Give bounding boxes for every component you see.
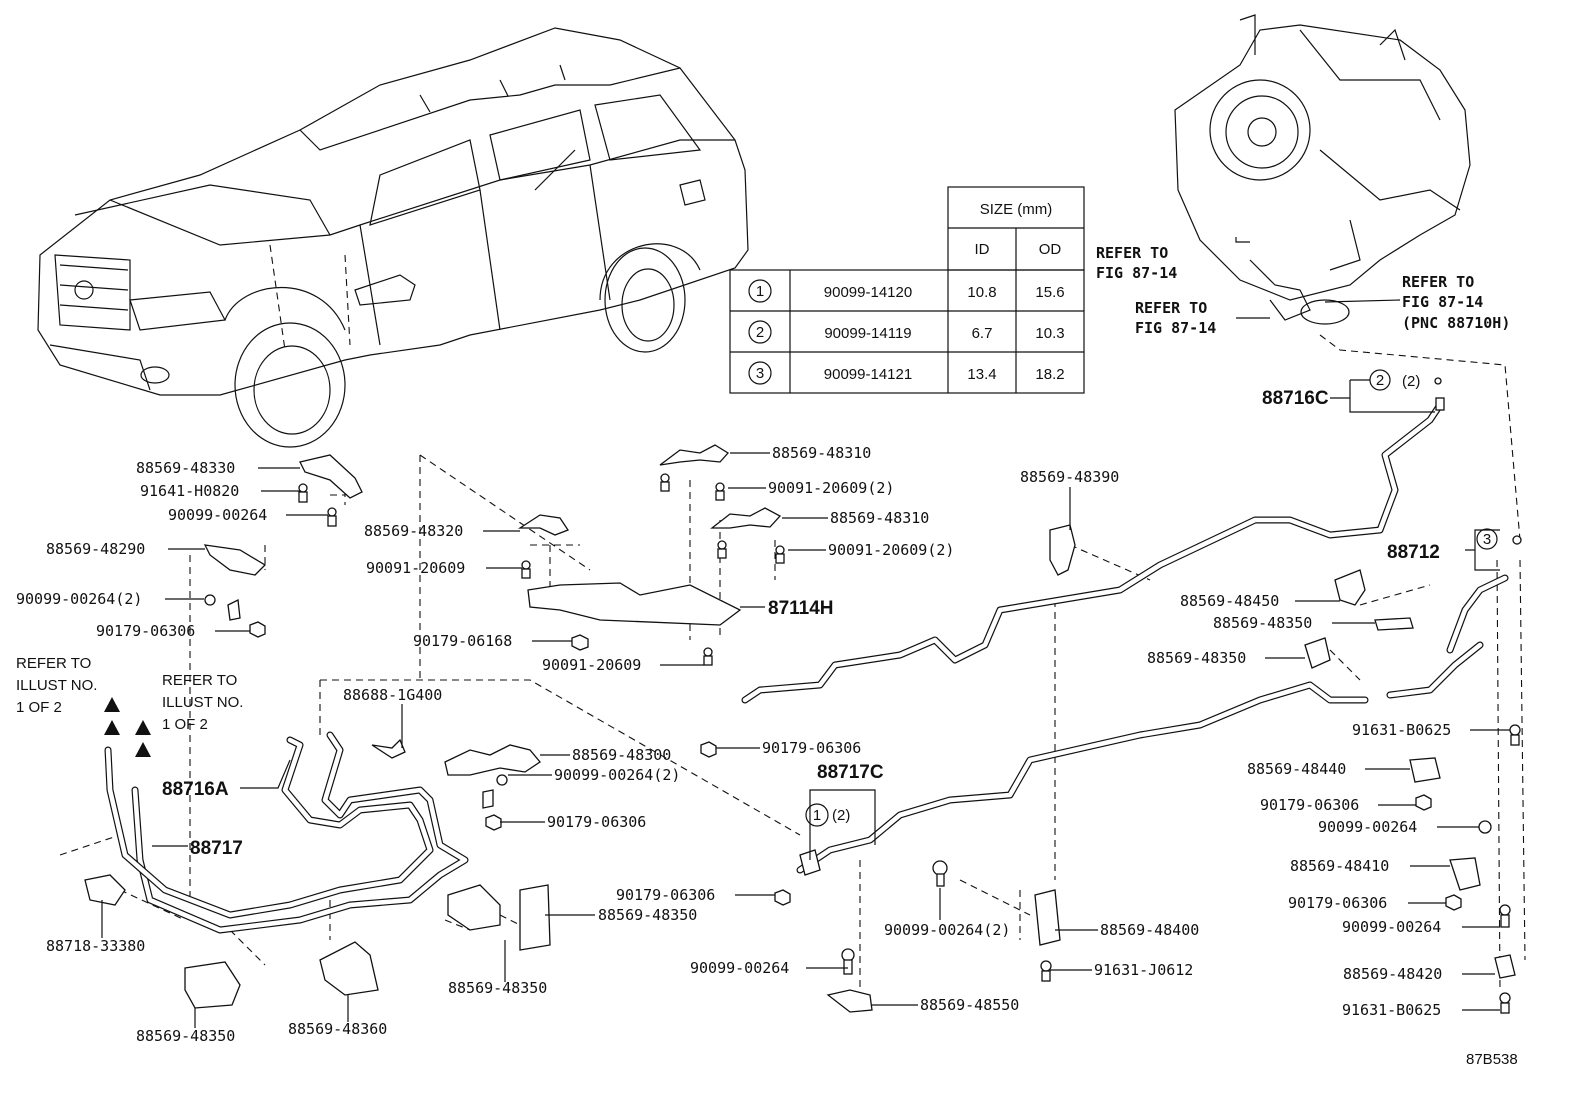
label-90099-00264-b: 90099-00264 [1318, 818, 1417, 836]
row3-number: 3 [756, 365, 764, 382]
label-91641-H0820: 91641-H0820 [140, 482, 239, 500]
callout-1-88717C: 1 [813, 807, 821, 824]
main-part-labels: 88716C 88712 87114H 88717C 88716A 88717 [162, 388, 1440, 859]
label-88569-48400: 88569-48400 [1100, 921, 1199, 939]
label-88569-48390: 88569-48390 [1020, 468, 1119, 486]
callout-circles: 2 (2) 3 1 (2) [805, 369, 1498, 827]
row2-od: 10.3 [1035, 325, 1064, 342]
label-88569-48300: 88569-48300 [572, 746, 671, 764]
size-table: SIZE (mm) ID OD 1 90099-14120 10.8 15.6 … [729, 186, 1085, 394]
part-number-labels: 88569-48330 91641-H0820 90099-00264 8856… [16, 444, 1451, 1045]
figure-code: 87B538 [1466, 1051, 1518, 1068]
row1-number: 1 [756, 283, 764, 300]
part-88712: 88712 [1387, 542, 1440, 563]
label-90099-00264-2-c: 90099-00264(2) [884, 921, 1010, 939]
label-88569-48360: 88569-48360 [288, 1020, 387, 1038]
label-90099-00264-d: 90099-00264 [690, 959, 789, 977]
label-90179-06306-d: 90179-06306 [1260, 796, 1359, 814]
callout-2-88716C: 2 [1376, 372, 1384, 389]
label-88688-1G400: 88688-1G400 [343, 686, 442, 704]
illust-ref-a-l3: 1 OF 2 [16, 699, 62, 716]
label-88569-48350-c: 88569-48350 [598, 906, 697, 924]
part-87114H: 87114H [768, 598, 834, 619]
hvac-unit-illustration [1174, 14, 1471, 325]
illust-ref-b-l3: 1 OF 2 [162, 716, 208, 733]
label-90099-00264-c: 90099-00264 [1342, 918, 1441, 936]
label-88569-48320: 88569-48320 [364, 522, 463, 540]
label-88569-48440: 88569-48440 [1247, 760, 1346, 778]
label-90099-00264-a: 90099-00264 [168, 506, 267, 524]
row1-part: 90099-14120 [824, 284, 912, 301]
label-90179-06306-e: 90179-06306 [1288, 894, 1387, 912]
id-header: ID [975, 241, 990, 258]
label-90179-06306-b: 90179-06306 [547, 813, 646, 831]
cooler-pipes [104, 401, 1509, 934]
label-90091-20609-b: 90091-20609 [542, 656, 641, 674]
vehicle-illustration [37, 27, 749, 448]
label-88718-33380: 88718-33380 [46, 937, 145, 955]
size-header: SIZE (mm) [980, 201, 1053, 218]
clamps-and-fasteners [84, 377, 1522, 1014]
row3-part: 90099-14121 [824, 366, 912, 383]
illust-ref-a-l1: REFER TO [16, 655, 91, 672]
label-88569-48350-a: 88569-48350 [1213, 614, 1312, 632]
illust-ref-b-l2: ILLUST NO. [162, 694, 243, 711]
od-header: OD [1039, 241, 1062, 258]
row1-id: 10.8 [967, 284, 996, 301]
label-88569-48310-b: 88569-48310 [830, 509, 929, 527]
label-88569-48410: 88569-48410 [1290, 857, 1389, 875]
fig-ref-3: FIG 87-14 [1402, 293, 1483, 311]
leader-lines [101, 237, 1510, 1028]
label-90179-06306-a: 90179-06306 [96, 622, 195, 640]
label-90179-06306-f: 90179-06306 [616, 886, 715, 904]
label-88569-48350-d: 88569-48350 [448, 979, 547, 997]
illust-ref-a-l2: ILLUST NO. [16, 677, 97, 694]
label-90091-20609-2-b: 90091-20609(2) [828, 541, 954, 559]
label-90099-00264-2-b: 90099-00264(2) [554, 766, 680, 784]
label-90091-20609-2-a: 90091-20609(2) [768, 479, 894, 497]
pnc-ref: (PNC 88710H) [1402, 314, 1510, 332]
row2-part: 90099-14119 [824, 325, 911, 342]
label-90091-20609-a: 90091-20609 [366, 559, 465, 577]
refer-to-2: REFER TO [1135, 299, 1207, 317]
part-88717C: 88717C [817, 762, 884, 783]
label-88569-48450: 88569-48450 [1180, 592, 1279, 610]
label-91631-J0612: 91631-J0612 [1094, 961, 1193, 979]
label-88569-48550: 88569-48550 [920, 996, 1019, 1014]
label-91631-B0625-b: 91631-B0625 [1342, 1001, 1441, 1019]
row3-od: 18.2 [1035, 366, 1064, 383]
part-88716C: 88716C [1262, 388, 1329, 409]
part-88716A: 88716A [162, 779, 229, 800]
row3-id: 13.4 [967, 366, 996, 383]
refer-to-3: REFER TO [1402, 273, 1474, 291]
label-88569-48350-e: 88569-48350 [136, 1027, 235, 1045]
reference-notes: REFER TO FIG 87-14 REFER TO FIG 87-14 RE… [16, 244, 1510, 733]
row2-number: 2 [756, 324, 764, 341]
label-90099-00264-2-a: 90099-00264(2) [16, 590, 142, 608]
row2-id: 6.7 [972, 325, 993, 342]
callout-3-88712: 3 [1483, 531, 1491, 548]
fig-ref-2: FIG 87-14 [1135, 319, 1216, 337]
label-90179-06306-c: 90179-06306 [762, 739, 861, 757]
fig-ref-1: FIG 87-14 [1096, 264, 1177, 282]
part-88717: 88717 [190, 838, 243, 859]
label-88569-48350-b: 88569-48350 [1147, 649, 1246, 667]
label-90179-06168: 90179-06168 [413, 632, 512, 650]
qty-88717C: (2) [832, 807, 850, 824]
label-88569-48330: 88569-48330 [136, 459, 235, 477]
refer-to-1: REFER TO [1096, 244, 1168, 262]
row1-od: 15.6 [1035, 284, 1064, 301]
qty-88716C: (2) [1402, 373, 1420, 390]
label-91631-B0625-a: 91631-B0625 [1352, 721, 1451, 739]
illust-ref-b-l1: REFER TO [162, 672, 237, 689]
label-88569-48420: 88569-48420 [1343, 965, 1442, 983]
label-88569-48290: 88569-48290 [46, 540, 145, 558]
label-88569-48310-a: 88569-48310 [772, 444, 871, 462]
